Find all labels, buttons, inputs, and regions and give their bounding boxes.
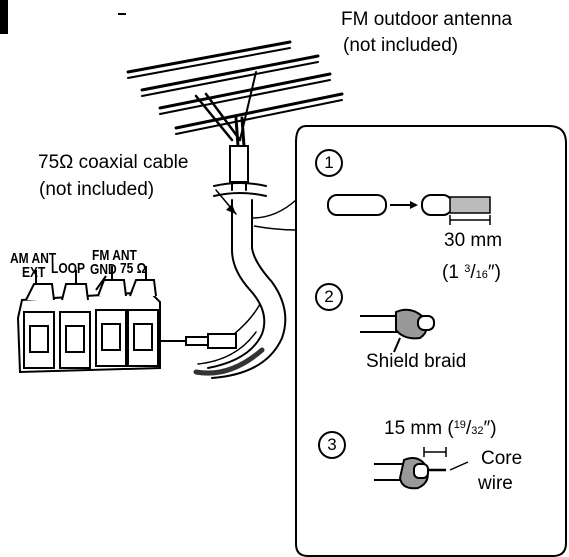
step2-number: 2: [315, 283, 343, 311]
cable-label-line1: 75Ω coaxial cable: [38, 152, 189, 173]
corner-mark: [0, 0, 8, 34]
antenna-label-line1: FM outdoor antenna: [341, 9, 513, 30]
step1-number: 1: [315, 149, 343, 177]
fm-antenna-illustration: [126, 40, 344, 148]
gnd-label: GND: [90, 260, 117, 278]
step3-core-line1: Core: [481, 448, 523, 469]
step3-number: 3: [318, 431, 346, 459]
step1-strip-illustration: [327, 194, 491, 225]
step2-braid-illustration: [360, 308, 435, 353]
step3-core-line2: wire: [478, 473, 513, 494]
ext-label: EXT: [22, 263, 46, 281]
step1-inch: (1 3/16″): [442, 262, 501, 283]
step2-caption: Shield braid: [366, 351, 467, 372]
am-ant-label: AM ANT: [10, 249, 57, 267]
step3-core-illustration: [374, 447, 469, 490]
cable-label-line2: (not included): [39, 179, 155, 200]
step1-measure: 30 mm: [444, 230, 503, 251]
coaxial-cable-illustration: [159, 145, 287, 379]
ohm-label: 75 Ω: [120, 259, 147, 277]
detail-callout-box: [251, 125, 567, 557]
antenna-terminal-block: [16, 266, 161, 374]
antenna-label-line2: (not included): [343, 35, 459, 56]
loop-label: LOOP: [51, 259, 86, 277]
step3-measure: 15 mm (19/32″): [384, 418, 497, 439]
fm-ant-label: FM ANT: [92, 246, 137, 264]
